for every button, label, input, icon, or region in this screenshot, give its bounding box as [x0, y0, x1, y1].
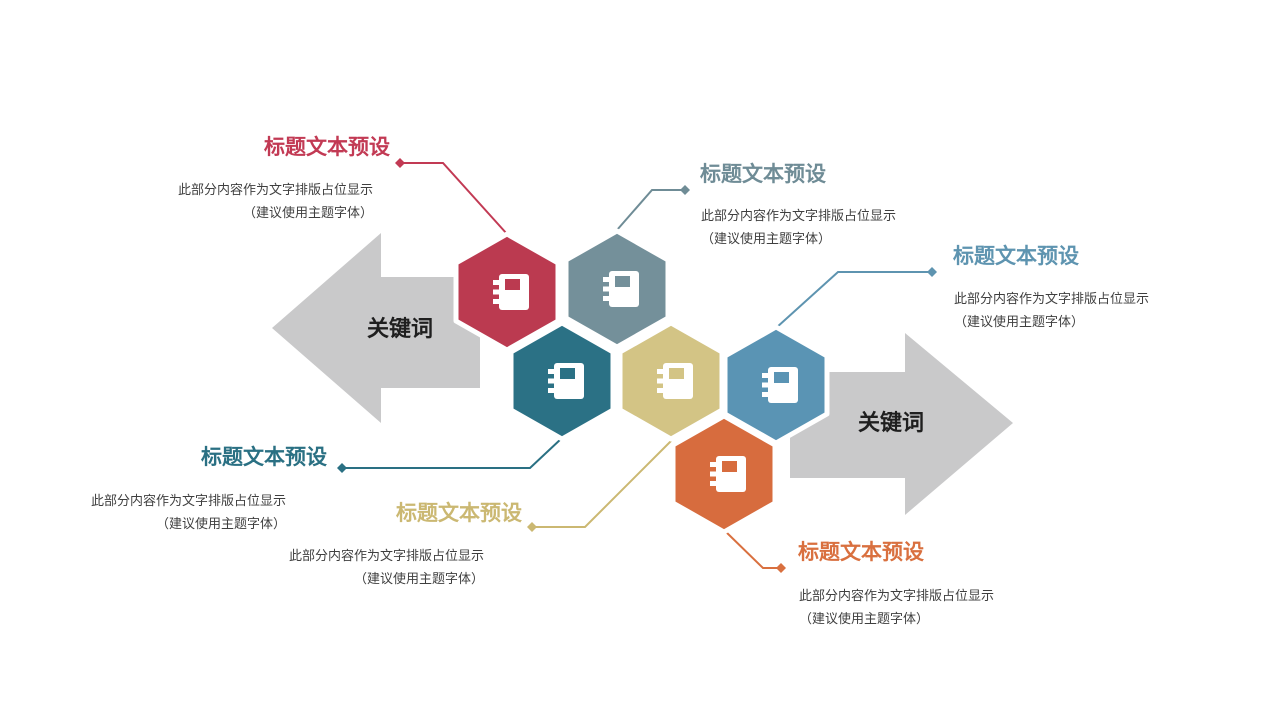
- callout-desc-teal: 此部分内容作为文字排版占位显示 （建议使用主题字体）: [91, 489, 286, 535]
- callout-title-teal: 标题文本预设: [201, 446, 327, 469]
- callout-desc-line: 此部分内容作为文字排版占位显示: [90, 493, 286, 508]
- notebook-icon-ring: [493, 289, 501, 295]
- right-arrow-label: 关键词: [857, 410, 924, 435]
- callout-desc-orange: 此部分内容作为文字排版占位显示 （建议使用主题字体）: [799, 584, 994, 630]
- callout-desc-steel-blue: 此部分内容作为文字排版占位显示 （建议使用主题字体）: [954, 287, 1149, 333]
- right-arrow: [790, 333, 1013, 515]
- notebook-icon-ring: [603, 286, 611, 292]
- notebook-icon-page: [669, 368, 684, 379]
- callout-desc-line: （建议使用主题字体）: [242, 205, 373, 220]
- callout-desc-line: 此部分内容作为文字排版占位显示: [954, 291, 1150, 306]
- notebook-icon-ring: [710, 462, 718, 467]
- notebook-icon-ring: [493, 280, 501, 285]
- callout-desc-slate: 此部分内容作为文字排版占位显示 （建议使用主题字体）: [701, 204, 896, 250]
- callout-desc-line: （建议使用主题字体）: [353, 571, 484, 586]
- callout-desc-line: 此部分内容作为文字排版占位显示: [288, 548, 484, 563]
- leader-diamond-crimson: [395, 158, 405, 168]
- left-arrow: [272, 233, 480, 423]
- notebook-icon-ring: [548, 369, 556, 374]
- callout-desc-line: 此部分内容作为文字排版占位显示: [799, 588, 995, 603]
- callout-desc-crimson: 此部分内容作为文字排版占位显示 （建议使用主题字体）: [178, 178, 373, 224]
- callout-desc-line: （建议使用主题字体）: [799, 611, 930, 626]
- notebook-icon-page: [615, 276, 630, 287]
- leader-diamond-orange: [776, 563, 786, 573]
- callout-title-khaki: 标题文本预设: [396, 502, 522, 525]
- notebook-icon-ring: [603, 277, 611, 282]
- leader-diamond-teal: [337, 463, 347, 473]
- leader-line-slate: [616, 189, 682, 231]
- leader-diamond-khaki: [527, 522, 537, 532]
- notebook-icon-ring: [657, 369, 665, 374]
- leader-line-crimson: [404, 162, 508, 235]
- notebook-icon-ring: [762, 382, 770, 388]
- notebook-icon-ring: [603, 296, 611, 301]
- notebook-icon-ring: [710, 471, 718, 477]
- notebook-icon-ring: [762, 392, 770, 397]
- notebook-icon-page: [560, 368, 575, 379]
- notebook-icon-ring: [762, 373, 770, 378]
- notebook-icon-ring: [493, 299, 501, 304]
- callout-title-slate: 标题文本预设: [700, 163, 826, 186]
- callout-desc-line: （建议使用主题字体）: [954, 314, 1085, 329]
- leader-diamond-steel-blue: [927, 267, 937, 277]
- notebook-icon-ring: [710, 481, 718, 486]
- leader-line-orange: [723, 529, 778, 569]
- notebook-icon-page: [505, 279, 520, 290]
- callout-title-orange: 标题文本预设: [798, 541, 924, 564]
- notebook-icon-ring: [657, 388, 665, 393]
- callout-desc-line: （建议使用主题字体）: [701, 231, 832, 246]
- left-arrow-label: 关键词: [366, 316, 433, 341]
- leader-line-steel-blue: [775, 271, 929, 329]
- notebook-icon-ring: [548, 378, 556, 384]
- notebook-icon-ring: [657, 378, 665, 384]
- leader-diamond-slate: [680, 185, 690, 195]
- notebook-icon-ring: [548, 388, 556, 393]
- leader-line-khaki: [536, 440, 672, 528]
- callout-title-steel-blue: 标题文本预设: [953, 245, 1079, 268]
- callout-desc-line: 此部分内容作为文字排版占位显示: [701, 208, 897, 223]
- callout-desc-line: 此部分内容作为文字排版占位显示: [177, 182, 373, 197]
- callout-desc-khaki: 此部分内容作为文字排版占位显示 （建议使用主题字体）: [289, 544, 484, 590]
- leader-line-teal: [346, 437, 563, 469]
- callout-title-crimson: 标题文本预设: [264, 136, 390, 159]
- callout-desc-line: （建议使用主题字体）: [155, 516, 286, 531]
- notebook-icon-page: [774, 372, 789, 383]
- notebook-icon-page: [722, 461, 737, 472]
